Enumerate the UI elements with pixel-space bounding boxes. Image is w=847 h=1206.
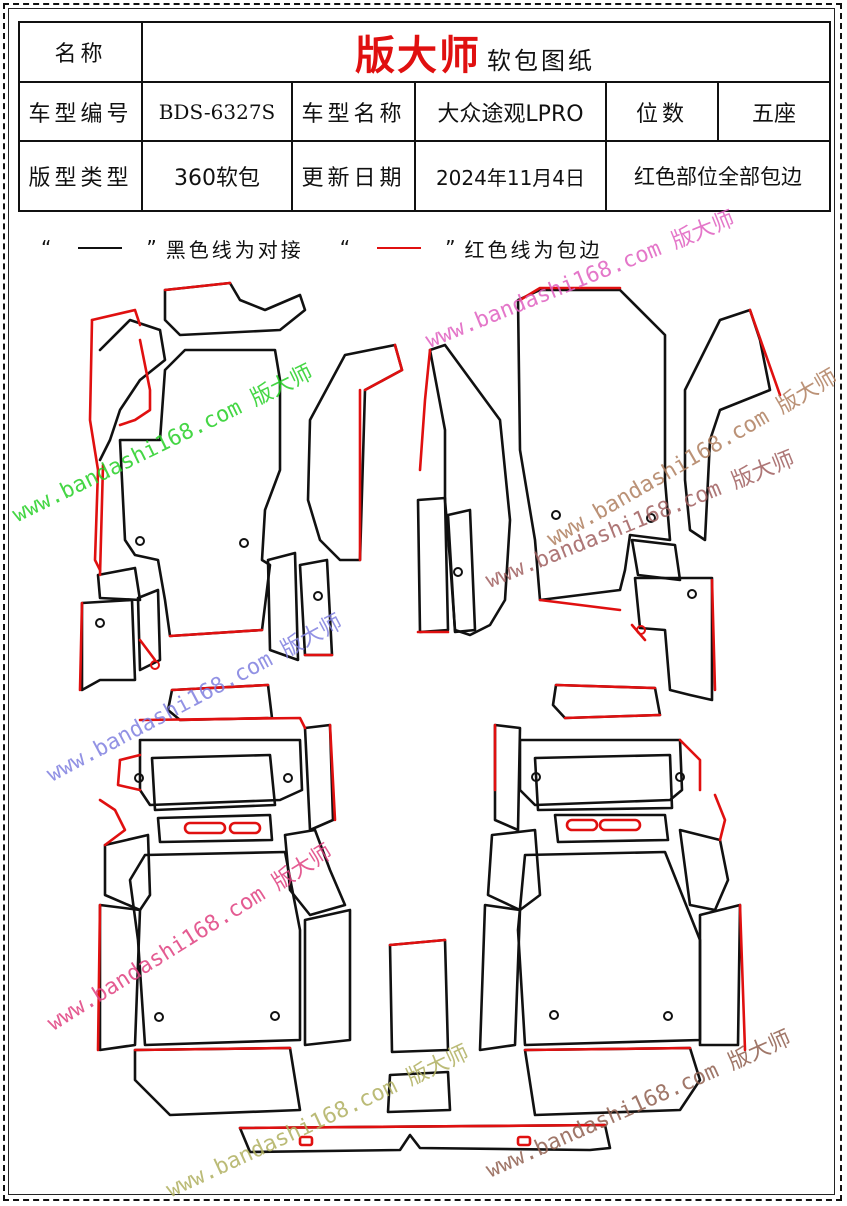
model-code-label: 车型编号: [18, 81, 143, 142]
model-name-label: 车型名称: [291, 81, 416, 142]
seats-label: 位数: [605, 81, 719, 142]
legend: “ ” 黑色线为对接 “ ” 红色线为包边: [35, 233, 603, 263]
title-cell: 版大师软包图纸: [140, 21, 832, 83]
mounting-holes: [95, 510, 697, 1022]
legend-red-line: [377, 247, 422, 249]
legend-quote-open: “: [41, 236, 55, 260]
legend-red-text: 红色线为包边: [464, 237, 603, 262]
model-row: 车型编号 BDS-6327S 车型名称 大众途观LPRO 位数 五座: [18, 81, 832, 142]
legend-black-line: [78, 247, 123, 249]
red-edges: [78, 281, 782, 1147]
update-date-value: 2024年11月4日: [414, 140, 607, 212]
title-row: 名称 版大师软包图纸: [18, 21, 832, 83]
legend-quote-open-2: “: [339, 236, 354, 260]
model-name-value: 大众途观LPRO: [414, 81, 607, 142]
brand-title: 版大师: [355, 32, 481, 79]
inner-border: [8, 8, 835, 1195]
pattern-type-label: 版型类型: [18, 140, 143, 212]
note-value: 红色部位全部包边: [604, 140, 832, 212]
red-holes: [150, 625, 646, 670]
legend-quote-close: ”: [146, 236, 160, 260]
brand-subtitle: 软包图纸: [487, 47, 595, 75]
legend-quote-close-2: ”: [445, 236, 459, 260]
outer-dashed-border: [3, 3, 842, 1201]
seats-value: 五座: [716, 81, 832, 142]
pattern-type-value: 360软包: [141, 140, 293, 212]
black-seams: [80, 281, 772, 1154]
info-table: 名称 版大师软包图纸 车型编号 BDS-6327S 车型名称 大众途观LPRO …: [18, 21, 832, 212]
name-label: 名称: [18, 21, 143, 83]
update-date-label: 更新日期: [291, 140, 416, 212]
legend-black-text: 黑色线为对接: [165, 237, 304, 262]
model-code-value: BDS-6327S: [141, 81, 293, 142]
type-row: 版型类型 360软包 更新日期 2024年11月4日 红色部位全部包边: [18, 140, 832, 212]
